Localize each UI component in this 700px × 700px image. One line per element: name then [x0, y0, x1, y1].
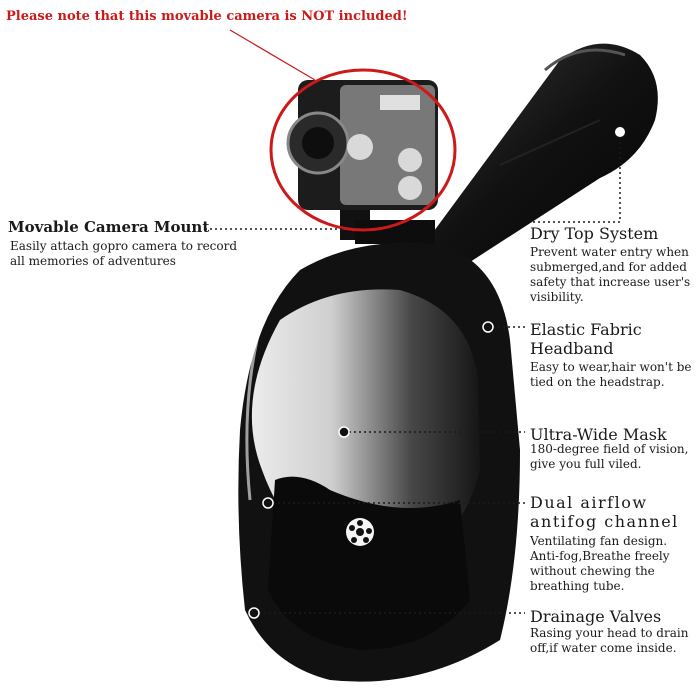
drainage-description: Rasing your head to drain off,if water c… [530, 626, 689, 655]
dry-top-title: Dry Top System [530, 224, 659, 243]
headband-title: Elastic Fabric Headband [530, 320, 642, 358]
drainage-title: Drainage Valves [530, 607, 662, 626]
snorkel-tube [420, 43, 658, 262]
airflow-title: Dual airflow antifog channel [530, 493, 679, 531]
callout-markers [248, 125, 627, 619]
airflow-description: Ventilating fan design. Anti-fog,Breathe… [530, 534, 670, 593]
camera-mount-description: Easily attach gopro camera to record all… [10, 239, 238, 268]
ultra-wide-title: Ultra-Wide Mask [530, 425, 667, 444]
leader-lines [205, 132, 621, 614]
camera-highlight [229, 29, 457, 232]
mask-body [238, 242, 521, 682]
camera-notice: Please note that this movable camera is … [6, 9, 408, 24]
ultra-wide-description: 180-degree field of vision, give you ful… [530, 442, 689, 471]
dry-top-description: Prevent water entry when submerged,and f… [530, 245, 691, 304]
headband-description: Easy to wear,hair won't be tied on the h… [530, 360, 692, 389]
camera-mount-title: Movable Camera Mount [8, 218, 210, 236]
action-camera [286, 80, 438, 210]
